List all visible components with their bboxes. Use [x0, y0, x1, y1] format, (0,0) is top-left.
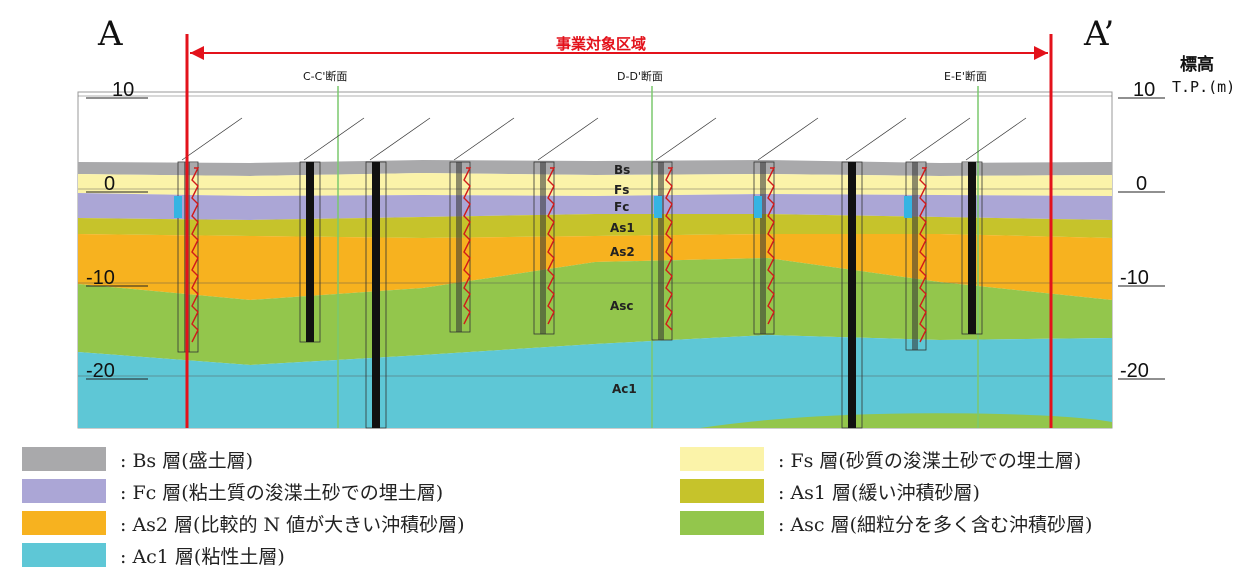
borehole-label-leader-6	[655, 117, 717, 161]
layer-label-fs: Fs	[614, 183, 630, 197]
geologic-cross-section: A A’ 事業対象区域 標高 T.P.(m) 10 0 -10 -20 10 0…	[77, 14, 1236, 429]
fc-marker-2	[654, 196, 662, 218]
borehole-core-9	[912, 162, 918, 350]
elevation-title: 標高	[1180, 55, 1214, 75]
legend-swatch-ac1	[22, 543, 106, 567]
legend-swatch-as1	[680, 479, 764, 503]
legend-text-ac1: : Ac1 層(粘性土層)	[120, 545, 285, 568]
n-value-trace-6	[665, 167, 674, 331]
right-tick-0: 0	[1136, 173, 1148, 195]
n-value-trace-4	[463, 167, 472, 325]
layer-label-as1: As1	[610, 221, 635, 235]
legend-item-fs: : Fs 層(砂質の浚渫土砂での埋土層)	[680, 446, 1081, 472]
legend-item-ac1: : Ac1 層(粘性土層)	[22, 542, 285, 568]
right-tick-minus20: -20	[1120, 360, 1149, 382]
borehole-core-6	[658, 162, 664, 340]
borehole-label-leader-1	[181, 117, 243, 161]
cross-section-c-label: C-C'断面	[303, 70, 348, 83]
borehole-label-leader-4	[453, 117, 515, 161]
legend-swatch-asc	[680, 511, 764, 535]
cross-section-svg	[77, 34, 1165, 429]
borehole-label-leader-3	[369, 117, 431, 161]
legend-item-bs: : Bs 層(盛土層)	[22, 446, 253, 472]
right-tick-minus10: -10	[1120, 267, 1149, 289]
legend-swatch-as2	[22, 511, 106, 535]
borehole-label-leader-7	[757, 117, 819, 161]
cross-section-d-label: D-D'断面	[617, 70, 663, 83]
borehole-core-3	[372, 162, 380, 428]
layer-lens-asc-deep	[700, 413, 1112, 428]
legend-text-as2: : As2 層(比較的 N 値が大きい沖積砂層)	[120, 513, 465, 536]
fc-marker-4	[904, 196, 912, 218]
project-arrow-head-left	[190, 46, 204, 60]
n-value-trace-9	[919, 167, 928, 343]
legend-text-as1: : As1 層(緩い沖積砂層)	[778, 481, 980, 504]
legend-item-fc: : Fc 層(粘土質の浚渫土砂での埋土層)	[22, 478, 443, 504]
layer-label-asc: Asc	[610, 299, 634, 313]
layer-label-ac1: Ac1	[612, 382, 637, 396]
elevation-unit: T.P.(m)	[1172, 78, 1236, 96]
legend-item-as2: : As2 層(比較的 N 値が大きい沖積砂層)	[22, 510, 465, 536]
left-tick-minus10: -10	[86, 267, 115, 289]
legend-swatch-bs	[22, 447, 106, 471]
borehole-label-leader-9	[909, 117, 971, 161]
borehole-core-7	[760, 162, 766, 334]
borehole-core-4	[456, 162, 462, 332]
borehole-core-5	[540, 162, 546, 334]
borehole-label-leader-2	[303, 117, 365, 161]
borehole-core-10	[968, 162, 976, 334]
borehole-core-2	[306, 162, 314, 342]
layer-label-fc: Fc	[614, 200, 630, 214]
n-value-trace-5	[547, 167, 556, 325]
legend-item-asc: : Asc 層(細粒分を多く含む沖積砂層)	[680, 510, 1092, 536]
layer-label-as2: As2	[610, 245, 635, 259]
project-arrow-head-right	[1034, 46, 1048, 60]
left-tick-10: 10	[112, 79, 135, 101]
fc-marker-3	[754, 196, 762, 218]
right-tick-10: 10	[1133, 79, 1156, 101]
right-endpoint-label: A’	[1084, 14, 1115, 54]
fc-marker-1	[174, 196, 182, 218]
left-endpoint-label: A	[98, 14, 123, 54]
borehole-core-8	[848, 162, 856, 428]
layer-band-fs	[78, 173, 1112, 196]
n-value-trace-7	[767, 167, 776, 325]
legend-text-bs: : Bs 層(盛土層)	[120, 449, 254, 472]
left-tick-minus20: -20	[86, 360, 115, 382]
borehole-label-leader-5	[537, 117, 599, 161]
legend-text-fs: : Fs 層(砂質の浚渫土砂での埋土層)	[778, 449, 1082, 472]
legend-text-fc: : Fc 層(粘土質の浚渫土砂での埋土層)	[120, 481, 444, 504]
project-area-label: 事業対象区域	[556, 35, 647, 53]
borehole-label-leader-10	[965, 117, 1027, 161]
legend-swatch-fs	[680, 447, 764, 471]
legend-item-as1: : As1 層(緩い沖積砂層)	[680, 478, 980, 504]
n-value-trace-1	[191, 167, 200, 343]
legend-text-asc: : Asc 層(細粒分を多く含む沖積砂層)	[778, 513, 1093, 536]
legend-swatch-fc	[22, 479, 106, 503]
left-tick-0: 0	[104, 173, 116, 195]
borehole-label-leader-8	[845, 117, 907, 161]
layer-label-bs: Bs	[614, 163, 631, 177]
cross-section-e-label: E-E'断面	[944, 70, 987, 83]
